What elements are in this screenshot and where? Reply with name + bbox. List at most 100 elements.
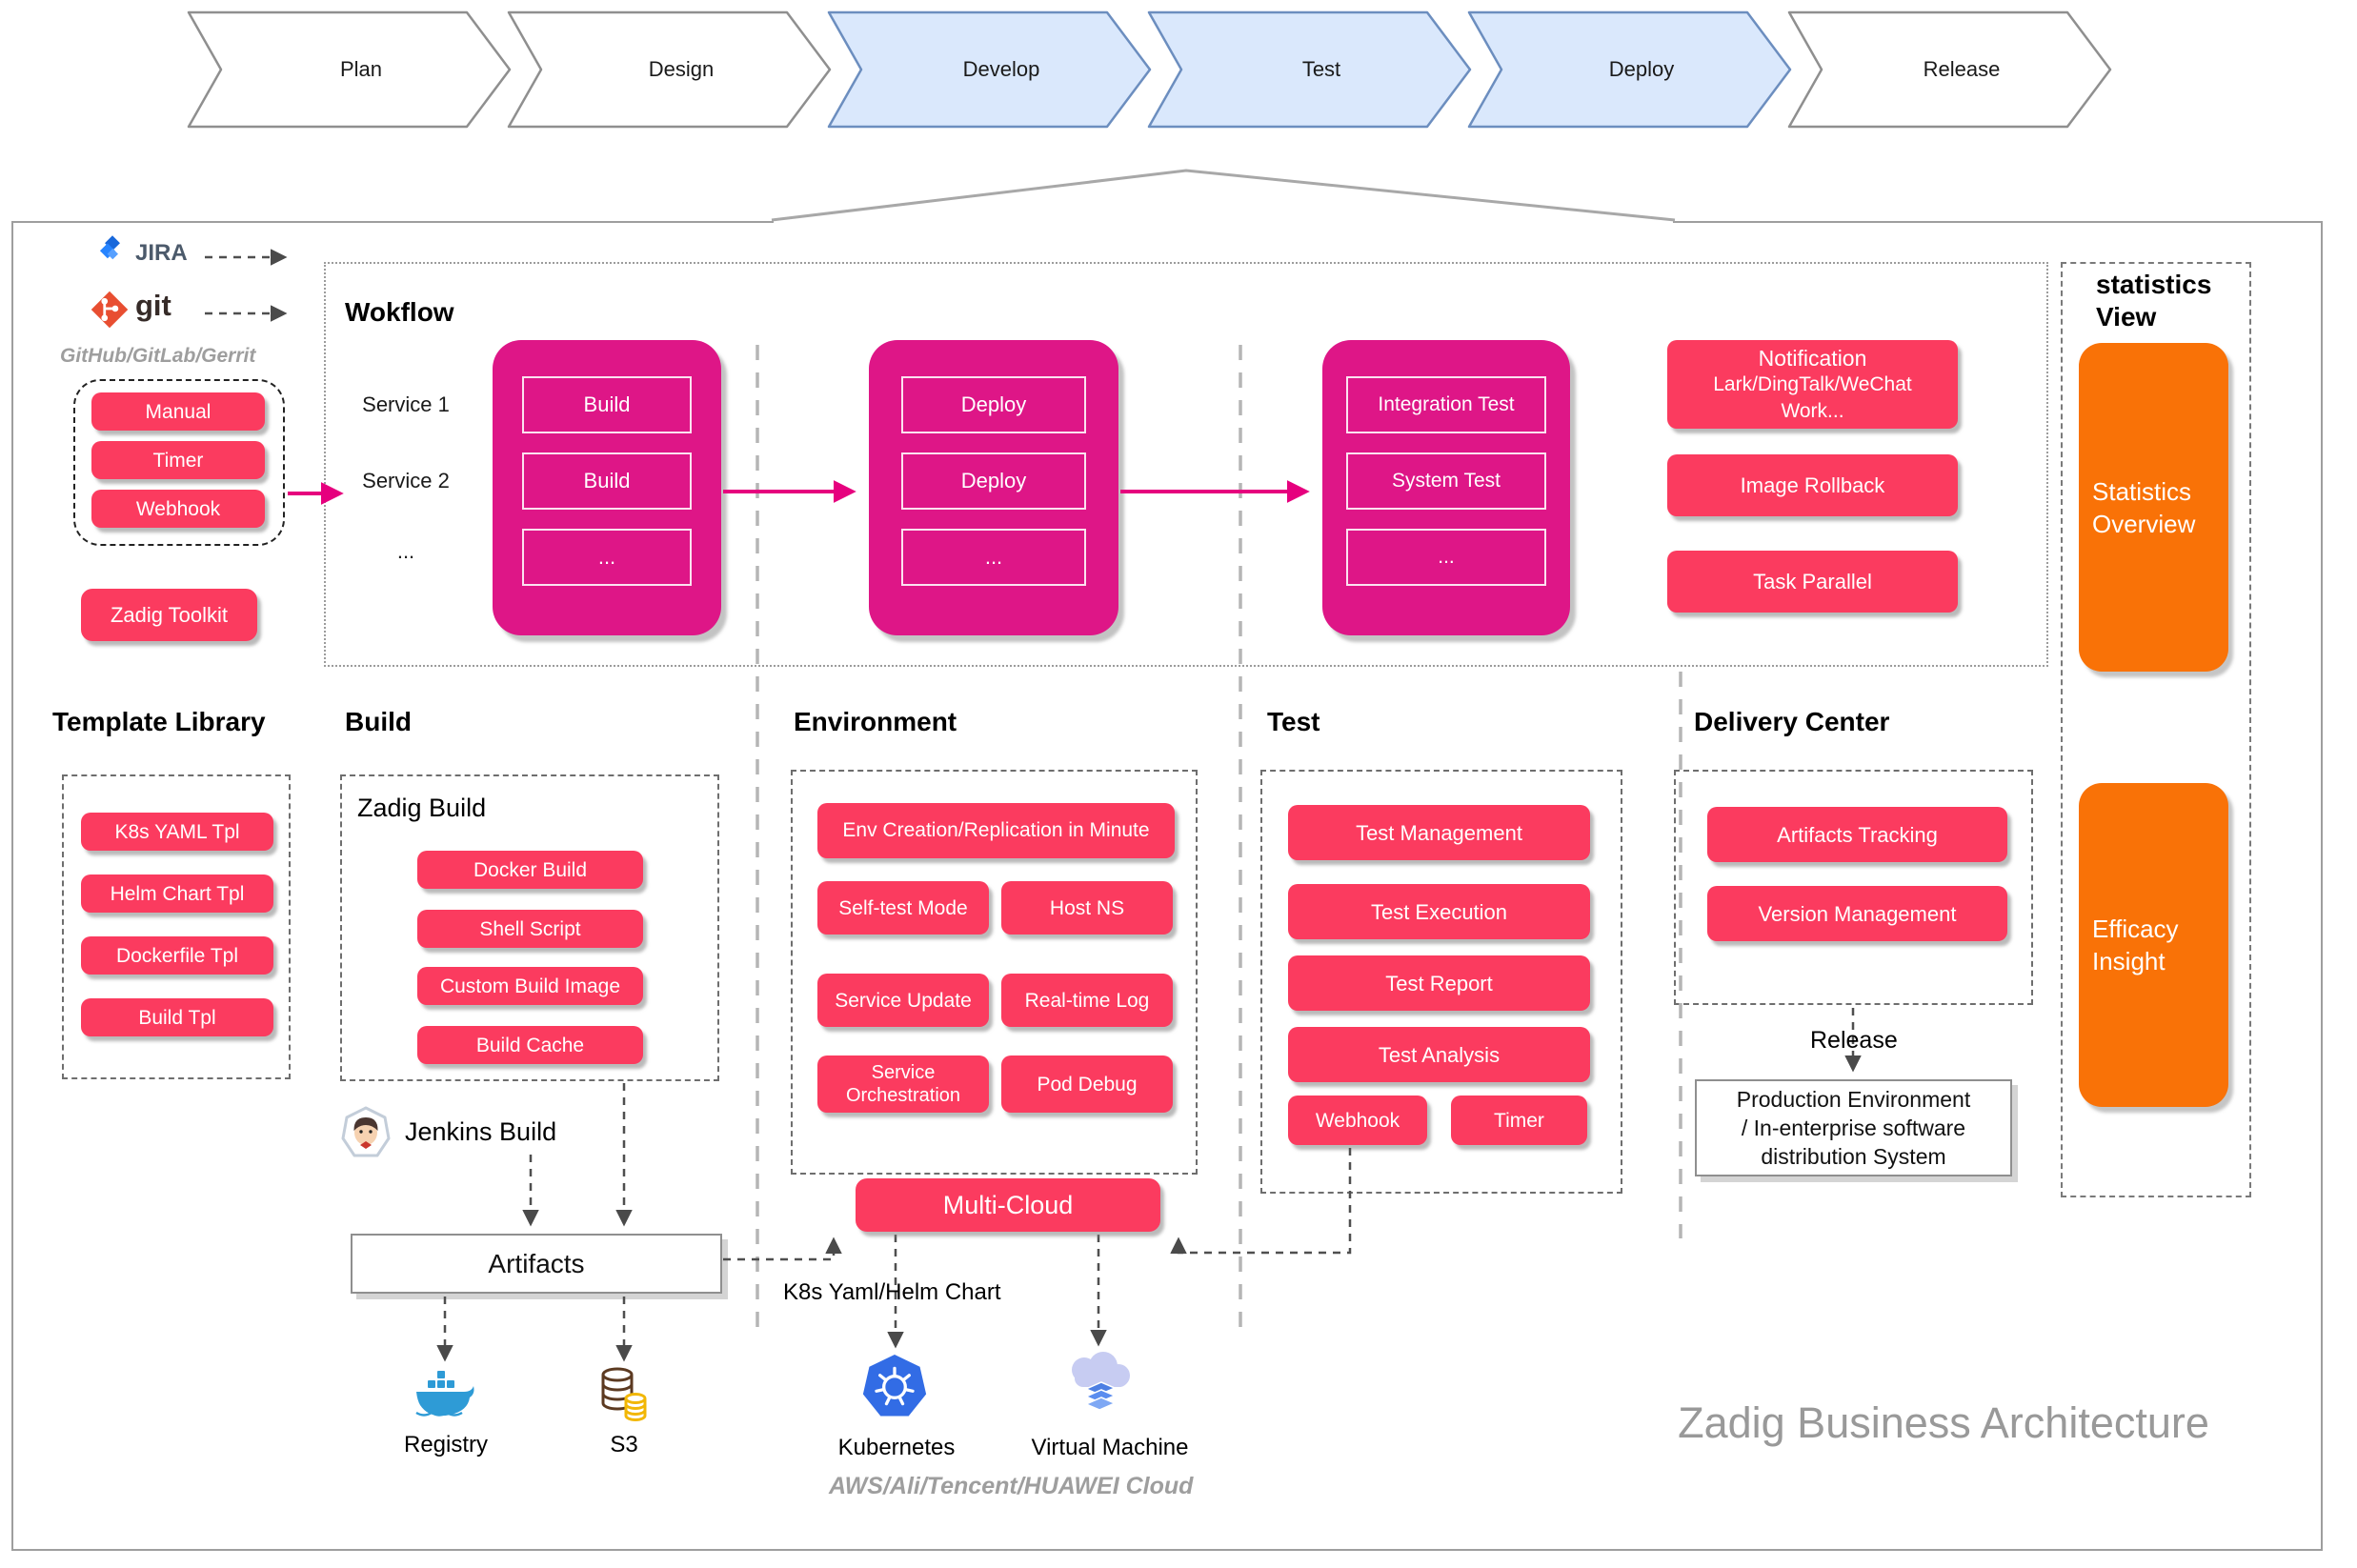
delivery-center-title: Delivery Center xyxy=(1694,707,1890,736)
version-management-button: Version Management xyxy=(1707,886,2007,941)
s3-icon xyxy=(597,1366,653,1430)
delivery-center-box xyxy=(1674,770,2033,1005)
notification-channels: Lark/DingTalk/WeChat xyxy=(1713,372,1912,395)
diagram-caption: Zadig Business Architecture xyxy=(1678,1398,2209,1447)
efficacy-insight-box: Efficacy Insight xyxy=(2079,783,2228,1107)
service-2-label: Service 2 xyxy=(362,469,450,493)
statistics-panel-title: statistics View xyxy=(2096,269,2211,333)
notification-more: Work... xyxy=(1781,399,1844,422)
build-cache-button: Build Cache xyxy=(417,1026,643,1064)
workflow-step: ... xyxy=(901,529,1086,586)
chevron-shape xyxy=(827,10,1152,129)
artifacts-tracking-button: Artifacts Tracking xyxy=(1707,807,2007,862)
stage-label: Release xyxy=(1923,57,2001,81)
pipeline-stage-design: Design xyxy=(501,8,836,131)
service-update-button: Service Update xyxy=(817,974,989,1027)
statistics-title-line2: View xyxy=(2096,302,2157,332)
service-more-label: ... xyxy=(396,539,415,563)
workflow-title: Wokflow xyxy=(345,297,454,327)
workflow-step: Deploy xyxy=(901,452,1086,510)
stage-label: Develop xyxy=(962,57,1040,81)
statistics-title-line1: statistics xyxy=(2096,270,2212,299)
workflow-step: System Test xyxy=(1346,452,1546,510)
test-webhook-button: Webhook xyxy=(1288,1096,1427,1145)
shell-script-button: Shell Script xyxy=(417,910,643,948)
k8s-yaml-helm-label: K8s Yaml/Helm Chart xyxy=(783,1279,1001,1305)
trigger-manual-button: Manual xyxy=(91,392,265,431)
workflow-region-box xyxy=(324,262,2048,667)
template-library-box xyxy=(62,774,291,1079)
registry-label: Registry xyxy=(403,1432,489,1457)
statistics-panel-box xyxy=(2061,262,2251,1197)
stage-label: Plan xyxy=(339,57,383,81)
host-ns-button: Host NS xyxy=(1001,881,1173,935)
workflow-step: Integration Test xyxy=(1346,376,1546,433)
k8s-yaml-tpl-button: K8s YAML Tpl xyxy=(81,813,273,851)
pipeline-stage-plan: Plan xyxy=(181,8,516,131)
workflow-step: Build xyxy=(522,452,692,510)
environment-title: Environment xyxy=(794,707,957,736)
statistics-overview-box: Statistics Overview xyxy=(2079,343,2228,672)
service-1-label: Service 1 xyxy=(362,392,450,416)
pipeline-stage-release: Release xyxy=(1782,8,2117,131)
pipeline-stage-test: Test xyxy=(1141,8,1477,131)
test-management-button: Test Management xyxy=(1288,805,1590,860)
build-title: Build xyxy=(345,707,412,736)
service-orchestration-button: Service Orchestration xyxy=(817,1055,989,1113)
workflow-build-stage-group: Build Build ... xyxy=(493,340,721,635)
cloud-providers-label: AWS/Ali/Tencent/HUAWEI Cloud xyxy=(829,1473,1194,1499)
zadig-toolkit-button: Zadig Toolkit xyxy=(81,589,257,641)
test-timer-button: Timer xyxy=(1451,1096,1587,1145)
release-label: Release xyxy=(1810,1027,1898,1054)
stage-label: Deploy xyxy=(1608,57,1675,81)
test-analysis-button: Test Analysis xyxy=(1288,1027,1590,1082)
stage-label: Test xyxy=(1301,57,1341,81)
docker-build-button: Docker Build xyxy=(417,851,643,889)
workflow-step: Deploy xyxy=(901,376,1086,433)
pipeline-stage-develop: Develop xyxy=(821,8,1157,131)
git-label: git xyxy=(135,289,171,322)
trigger-group-box xyxy=(73,379,285,546)
production-line3: distribution System xyxy=(1761,1144,1946,1169)
kubernetes-label: Kubernetes xyxy=(837,1435,956,1460)
environment-box xyxy=(791,770,1198,1175)
test-title: Test xyxy=(1267,707,1320,736)
workflow-deploy-stage-group: Deploy Deploy ... xyxy=(869,340,1118,635)
trigger-webhook-button: Webhook xyxy=(91,490,265,528)
chevron-shape xyxy=(507,10,832,129)
template-library-title: Template Library xyxy=(52,707,266,736)
multi-cloud-button: Multi-Cloud xyxy=(856,1178,1160,1232)
task-parallel-button: Task Parallel xyxy=(1667,551,1958,613)
virtual-machine-label: Virtual Machine xyxy=(1031,1435,1189,1460)
docker-registry-icon xyxy=(414,1369,475,1429)
build-tpl-button: Build Tpl xyxy=(81,998,273,1036)
image-rollback-button: Image Rollback xyxy=(1667,454,1958,516)
chevron-shape xyxy=(187,10,512,129)
helm-chart-tpl-button: Helm Chart Tpl xyxy=(81,874,273,913)
zadig-build-label: Zadig Build xyxy=(357,794,487,822)
jira-label: JIRA xyxy=(135,240,188,266)
notification-button: Notification Lark/DingTalk/WeChat Work..… xyxy=(1667,340,1958,429)
jira-icon xyxy=(95,233,130,272)
real-time-log-button: Real-time Log xyxy=(1001,974,1173,1027)
chevron-shape xyxy=(1147,10,1472,129)
workflow-step: ... xyxy=(522,529,692,586)
production-line1: Production Environment xyxy=(1736,1087,1971,1112)
git-icon xyxy=(90,290,130,334)
kubernetes-icon xyxy=(861,1353,928,1426)
chevron-shape xyxy=(1467,10,1792,129)
pipeline-stage-deploy: Deploy xyxy=(1461,8,1797,131)
production-line2: / In-enterprise software xyxy=(1741,1116,1966,1140)
virtual-machine-icon xyxy=(1063,1351,1134,1422)
stage-label: Design xyxy=(648,57,715,81)
notification-title: Notification xyxy=(1758,345,1867,371)
workflow-step: ... xyxy=(1346,529,1546,586)
zadig-build-box xyxy=(340,774,719,1081)
production-environment-box: Production Environment / In-enterprise s… xyxy=(1695,1079,2012,1176)
git-providers-label: GitHub/GitLab/Gerrit xyxy=(60,345,256,367)
workflow-step: Build xyxy=(522,376,692,433)
jenkins-build-label: Jenkins Build xyxy=(405,1117,557,1146)
trigger-timer-button: Timer xyxy=(91,441,265,479)
jenkins-icon xyxy=(341,1106,391,1164)
